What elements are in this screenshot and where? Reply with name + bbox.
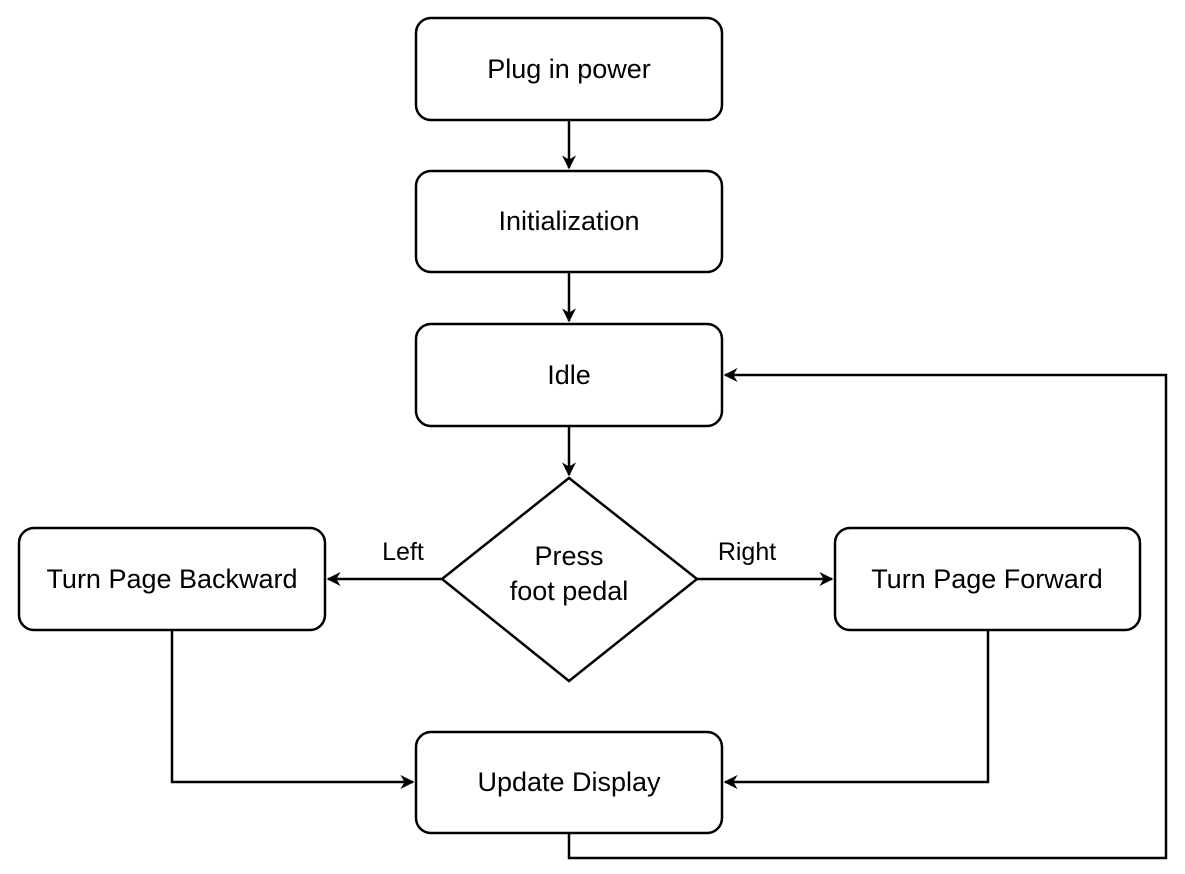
- node-idle-label: Idle: [547, 360, 591, 390]
- arrow-backward-to-update: [170, 630, 415, 789]
- node-turn-page-backward-box: [17, 526, 327, 632]
- node-update-display: Update Display: [414, 730, 724, 835]
- arrow-forward-to-update: [723, 630, 990, 789]
- node-plug-in-power: Plug in power: [414, 16, 724, 122]
- decision-label-line2: foot pedal: [510, 576, 629, 606]
- decision-label-line1: Press: [534, 541, 603, 571]
- node-idle: Idle: [414, 322, 724, 428]
- edge-label-left: Left: [382, 538, 424, 566]
- node-press-foot-pedal-decision: Press foot pedal: [439, 476, 700, 683]
- node-initialization-label: Initialization: [498, 206, 639, 236]
- node-turn-page-forward-box: [833, 526, 1142, 632]
- node-turn-page-forward: Turn Page Forward: [833, 526, 1142, 632]
- node-plug-in-power-box: [414, 16, 724, 122]
- node-turn-page-backward: Turn Page Backward: [17, 526, 327, 632]
- decision-diamond: [439, 476, 700, 683]
- node-initialization: Initialization: [414, 169, 724, 274]
- node-turn-page-backward-label: Turn Page Backward: [46, 564, 297, 594]
- node-update-display-label: Update Display: [477, 767, 661, 797]
- node-turn-page-forward-label: Turn Page Forward: [871, 564, 1103, 594]
- arrow-update-loop-to-idle: [567, 368, 1168, 860]
- node-initialization-box: [414, 169, 724, 274]
- edge-label-right: Right: [718, 538, 776, 566]
- connectors: [170, 120, 1168, 860]
- node-plug-in-power-label: Plug in power: [487, 54, 651, 84]
- node-idle-box: [414, 322, 724, 428]
- node-update-display-box: [414, 730, 724, 835]
